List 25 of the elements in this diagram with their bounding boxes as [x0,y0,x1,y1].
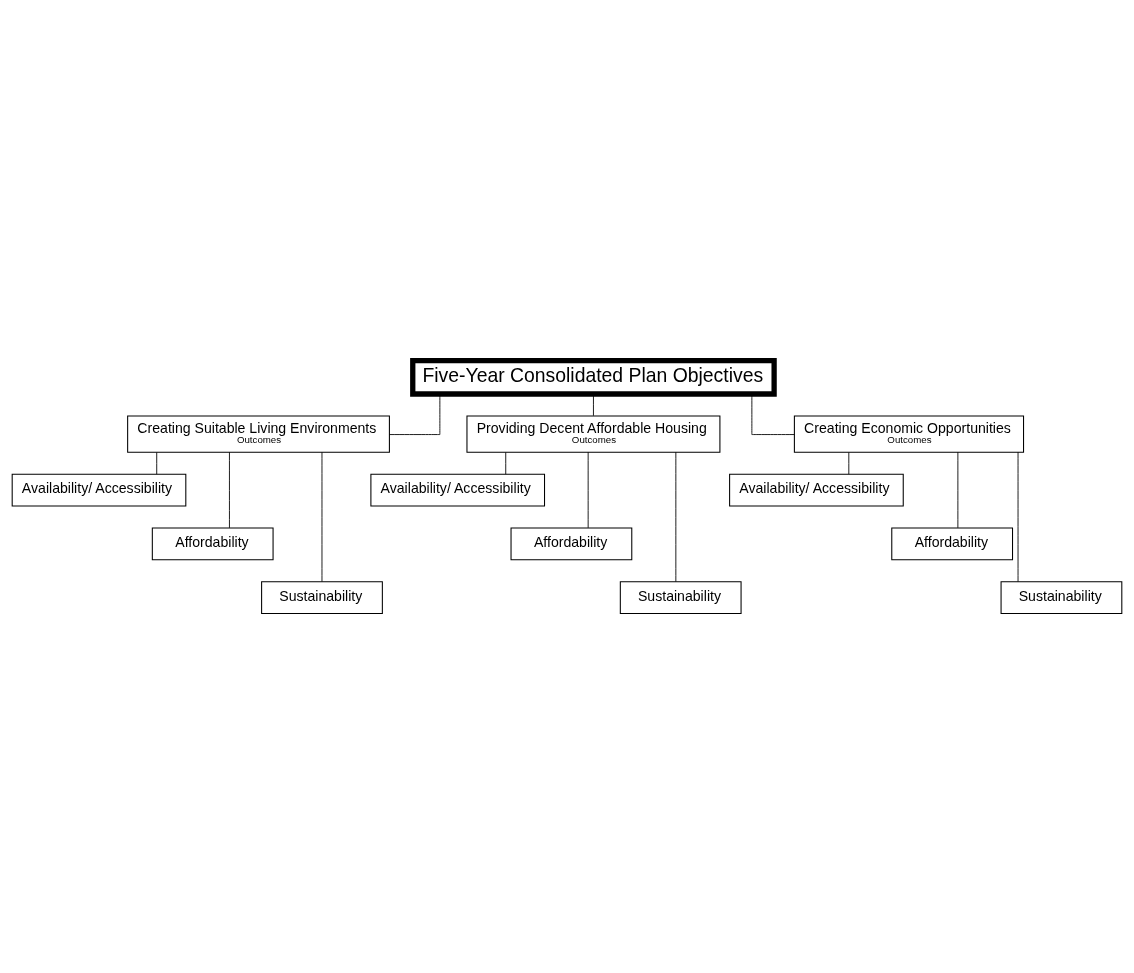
node-box: Five-Year Consolidated Plan Objectives [410,357,777,397]
node-box: Affordability [891,526,1014,560]
connector [1017,451,1019,582]
connector [156,451,158,475]
node-box: Sustainability [261,580,383,614]
connector [587,451,589,528]
node-box: Availability/ Accessibility [729,473,904,506]
connector [751,393,795,435]
connector [593,393,594,416]
connector [505,451,507,475]
node-box: Affordability [151,526,274,560]
connector [675,451,677,582]
node-box: Affordability [510,526,633,560]
node-box: Availability/ Accessibility [370,473,546,506]
connector [389,393,441,435]
node-box: Creating Suitable Living Environments Outcomes [127,415,390,453]
connector [229,451,230,528]
node-box: Providing Decent Affordable Housing Outcomes [466,415,721,453]
node-box: Creating Economic Opportunities Outcomes [793,415,1025,453]
connector [848,451,850,475]
node-box: Sustainability [1000,580,1123,614]
node-box: Availability/ Accessibility [11,473,187,506]
connector [321,451,323,582]
connector [957,451,959,528]
node-box: Sustainability [619,580,742,614]
